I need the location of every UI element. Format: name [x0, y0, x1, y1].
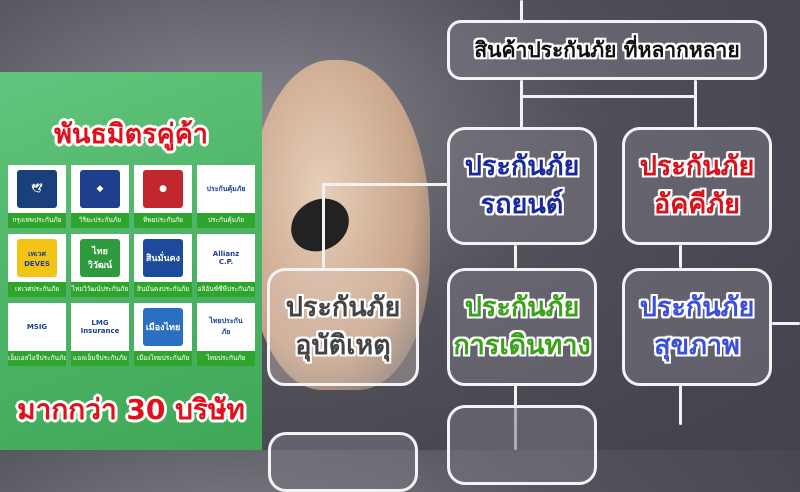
connector-line — [514, 245, 517, 268]
flowchart-box-partial — [447, 405, 597, 485]
partner-label: เมืองไทยประกันภัย — [134, 351, 192, 366]
partner-label: วิริยะประกันภัย — [71, 213, 129, 228]
partner-label: ประกันคุ้มภัย — [197, 213, 255, 228]
partner-logo-mark: ไทยวิวัฒน์ — [80, 239, 120, 277]
partner-card: ประกันคุ้มภัยประกันคุ้มภัย — [197, 165, 255, 229]
flowchart-title: สินค้าประกันภัย ที่หลากหลาย — [474, 38, 740, 62]
partner-logo-mark: 🕊 — [17, 170, 57, 208]
partner-card: Allianz C.P. อลิอันซ์ซีพีประกันภัย — [197, 234, 255, 298]
partner-card: ไทยวิวัฒน์ไทยวิวัฒน์ประกันภัย — [71, 234, 129, 298]
box-line1: ประกันภัย — [639, 292, 755, 323]
partner-card: ● ทิพยประกันภัย — [134, 165, 192, 229]
partner-card: ◆ วิริยะประกันภัย — [71, 165, 129, 229]
partner-logo: ไทยประกันภัย — [197, 303, 255, 351]
box-line2: รถยนต์ — [480, 189, 564, 220]
partner-label: เอ็มเอสไอจีประกันภัย — [8, 351, 66, 366]
partners-count: มากกว่า 30 บริษัท — [17, 393, 245, 426]
partner-logo-mark: สินมั่นคง — [143, 239, 183, 277]
flowchart-box-travel: ประกันภัย การเดินทาง — [447, 268, 597, 386]
box-line1: ประกันภัย — [639, 151, 755, 182]
flowchart-box-car: ประกันภัย รถยนต์ — [447, 127, 597, 245]
partner-label: อลิอันซ์ซีพีประกันภัย — [197, 282, 255, 297]
partner-logo: สินมั่นคง — [134, 234, 192, 282]
partner-logo-mark: ◆ — [80, 170, 120, 208]
connector-line — [322, 183, 325, 268]
partner-card: 🕊 กรุงเทพประกันภัย — [8, 165, 66, 229]
partner-card: ไทยประกันภัยไทยประกันภัย — [197, 303, 255, 367]
flowchart-top-box: สินค้าประกันภัย ที่หลากหลาย — [447, 20, 767, 80]
partner-card: เมืองไทยเมืองไทยประกันภัย — [134, 303, 192, 367]
box-line1: ประกันภัย — [464, 292, 580, 323]
partner-card: เทเวศ DEVES เทเวศประกันภัย — [8, 234, 66, 298]
box-line1: ประกันภัย — [464, 151, 580, 182]
partner-logo-mark: Allianz C.P. — [206, 239, 246, 277]
connector-line — [694, 80, 697, 128]
flowchart-box-accident: ประกันภัย อุบัติเหตุ — [267, 268, 419, 386]
partner-card: MSIG เอ็มเอสไอจีประกันภัย — [8, 303, 66, 367]
partner-logo-mark: LMG Insurance — [80, 308, 120, 346]
partner-logo: Allianz C.P. — [197, 234, 255, 282]
partner-logo: เมืองไทย — [134, 303, 192, 351]
flowchart-box-partial — [268, 432, 418, 492]
box-line1: ประกันภัย — [285, 292, 401, 323]
connector-line — [679, 245, 682, 268]
partner-logo-mark: ประกันคุ้มภัย — [206, 170, 246, 208]
partner-label: กรุงเทพประกันภัย — [8, 213, 66, 228]
partner-logo-mark: เทเวศ DEVES — [17, 239, 57, 277]
connector-line — [679, 385, 682, 425]
box-line2: สุขภาพ — [654, 330, 740, 361]
partner-logo-mark: ● — [143, 170, 183, 208]
connector-line — [322, 183, 448, 186]
flowchart-box-health: ประกันภัย สุขภาพ — [622, 268, 772, 386]
flowchart-box-fire: ประกันภัย อัคคีภัย — [622, 127, 772, 245]
partner-logo: ● — [134, 165, 192, 213]
box-line2: อุบัติเหตุ — [295, 330, 391, 361]
partner-logo-mark: เมืองไทย — [143, 308, 183, 346]
partner-logo: ประกันคุ้มภัย — [197, 165, 255, 213]
partner-card: สินมั่นคงสินมั่นคงประกันภัย — [134, 234, 192, 298]
partner-label: แอลเอ็มจีประกันภัย — [71, 351, 129, 366]
partner-card: LMG Insurance แอลเอ็มจีประกันภัย — [71, 303, 129, 367]
partner-logo: LMG Insurance — [71, 303, 129, 351]
connector-line — [520, 0, 523, 22]
partner-label: ทิพยประกันภัย — [134, 213, 192, 228]
partner-label: ไทยวิวัฒน์ประกันภัย — [71, 282, 129, 297]
partner-logo: MSIG — [8, 303, 66, 351]
connector-line — [772, 322, 800, 325]
partner-logo-mark: MSIG — [17, 308, 57, 346]
partner-logo: ไทยวิวัฒน์ — [71, 234, 129, 282]
partner-logo-mark: ไทยประกันภัย — [206, 308, 246, 346]
connector-line — [520, 95, 695, 98]
partner-label: ไทยประกันภัย — [197, 351, 255, 366]
box-line2: อัคคีภัย — [654, 189, 740, 220]
partners-title: พันธมิตรคู่ค้า — [54, 119, 208, 150]
partner-logo: 🕊 — [8, 165, 66, 213]
partner-label: สินมั่นคงประกันภัย — [134, 282, 192, 297]
box-line2: การเดินทาง — [453, 330, 591, 361]
partner-logo-grid: 🕊 กรุงเทพประกันภัย ◆ วิริยะประกันภัย ● ทิพยปร… — [8, 165, 255, 367]
partner-label: เทเวศประกันภัย — [8, 282, 66, 297]
partner-logo: ◆ — [71, 165, 129, 213]
connector-line — [520, 80, 523, 128]
partner-logo: เทเวศ DEVES — [8, 234, 66, 282]
